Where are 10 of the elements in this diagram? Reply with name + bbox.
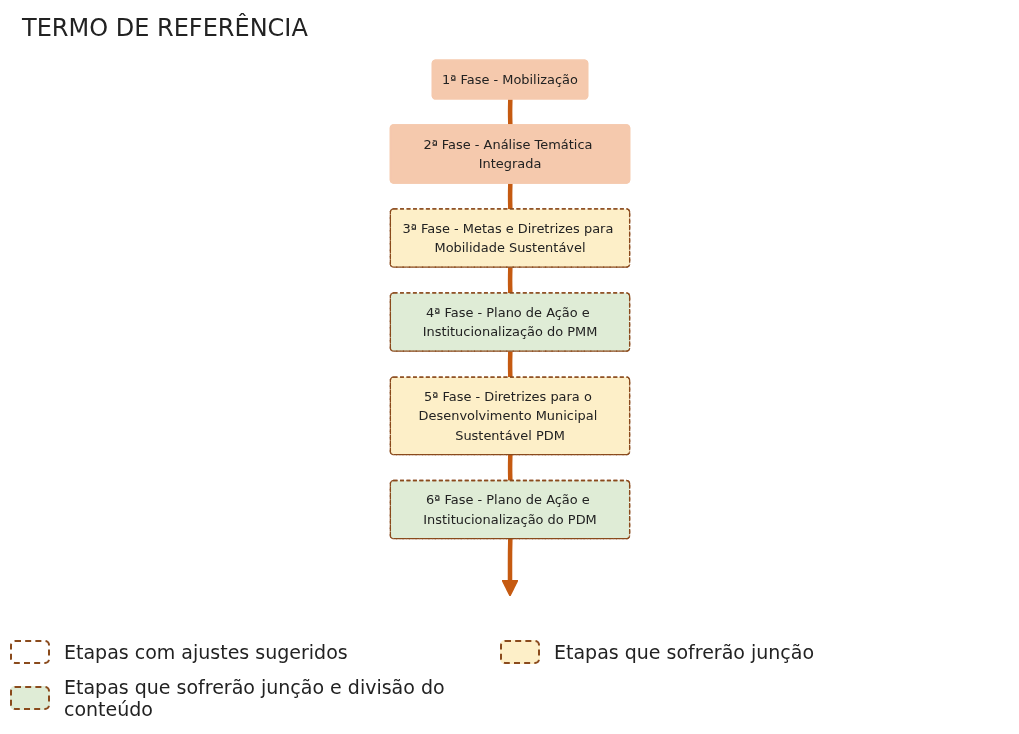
connector [507, 99, 513, 126]
legend-label: Etapas com ajustes sugeridos [64, 641, 348, 663]
arrow [501, 538, 519, 597]
connector [507, 454, 513, 481]
legend-label: Etapas que sofrerão junção e divisão do conteúdo [64, 676, 446, 720]
connector [507, 183, 513, 210]
legend-label: Etapas que sofrerão junção [554, 641, 815, 663]
diagram-title: TERMO DE REFERÊNCIA [22, 14, 308, 42]
connector [507, 351, 513, 378]
connector [507, 267, 513, 294]
